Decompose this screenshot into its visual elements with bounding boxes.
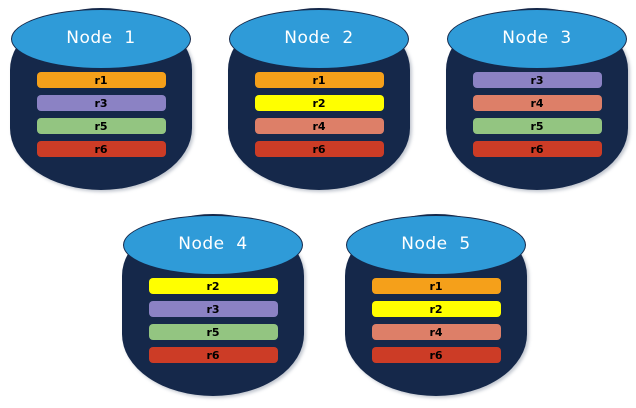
replica-bar-r1: r1 [371, 278, 501, 294]
replica-bar-r6: r6 [371, 347, 501, 363]
replica-bar-r2: r2 [254, 95, 384, 111]
replica-bar-r4: r4 [371, 324, 501, 340]
replica-stack: r3 r4 r5 r6 [446, 72, 628, 157]
node-cylinder-top: Node 5 [346, 215, 526, 275]
replica-bar-r3: r3 [36, 95, 166, 111]
node-label: Node 5 [401, 233, 471, 254]
database-node-4: Node 4 r2 r3 r5 r6 [122, 214, 304, 396]
database-node-2: Node 2 r1 r2 r4 r6 [228, 8, 410, 190]
replica-bar-r5: r5 [472, 118, 602, 134]
replica-bar-r6: r6 [472, 141, 602, 157]
database-node-3: Node 3 r3 r4 r5 r6 [446, 8, 628, 190]
replica-bar-r5: r5 [36, 118, 166, 134]
replica-bar-r6: r6 [254, 141, 384, 157]
node-label: Node 1 [66, 27, 136, 48]
replica-stack: r2 r3 r5 r6 [122, 278, 304, 363]
replica-bar-r4: r4 [254, 118, 384, 134]
node-label: Node 2 [284, 27, 354, 48]
node-cylinder-top: Node 1 [11, 9, 191, 69]
replica-stack: r1 r2 r4 r6 [228, 72, 410, 157]
replica-bar-r3: r3 [148, 301, 278, 317]
database-node-1: Node 1 r1 r3 r5 r6 [10, 8, 192, 190]
node-cylinder-top: Node 3 [447, 9, 627, 69]
replica-bar-r6: r6 [36, 141, 166, 157]
node-cylinder-top: Node 4 [123, 215, 303, 275]
replica-stack: r1 r3 r5 r6 [10, 72, 192, 157]
replica-bar-r5: r5 [148, 324, 278, 340]
replica-bar-r6: r6 [148, 347, 278, 363]
database-node-5: Node 5 r1 r2 r4 r6 [345, 214, 527, 396]
node-label: Node 3 [502, 27, 572, 48]
replica-bar-r1: r1 [36, 72, 166, 88]
node-label: Node 4 [178, 233, 248, 254]
replica-stack: r1 r2 r4 r6 [345, 278, 527, 363]
replica-bar-r2: r2 [148, 278, 278, 294]
replica-bar-r3: r3 [472, 72, 602, 88]
replica-bar-r4: r4 [472, 95, 602, 111]
replica-bar-r1: r1 [254, 72, 384, 88]
node-cylinder-top: Node 2 [229, 9, 409, 69]
replica-bar-r2: r2 [371, 301, 501, 317]
